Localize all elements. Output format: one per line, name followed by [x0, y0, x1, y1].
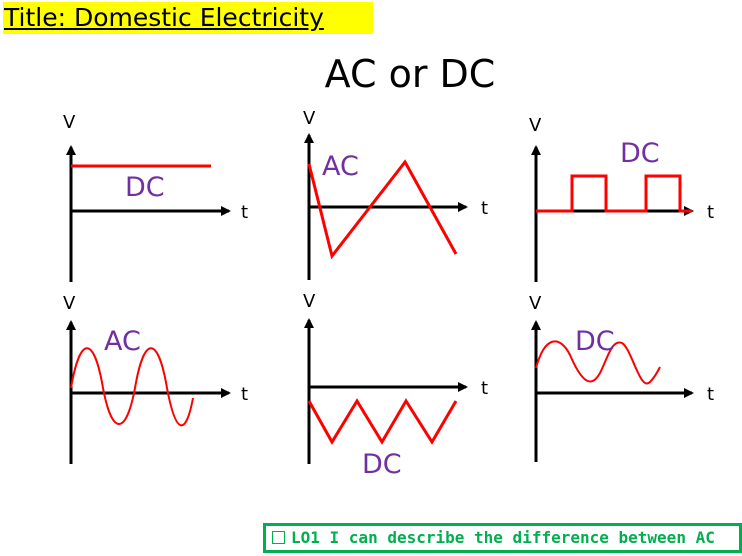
t-axis-label: t — [481, 378, 488, 399]
slide-heading: AC or DC — [324, 52, 496, 96]
type-label: DC — [125, 172, 165, 203]
signal-line — [535, 340, 661, 385]
checkbox-icon — [272, 530, 285, 544]
graph-sine-ac: V t AC — [63, 293, 248, 464]
learning-objective-text: LO1 I can describe the difference betwee… — [291, 528, 715, 547]
graph-offset-sine-dc: V t DC — [529, 293, 714, 462]
v-axis-label: V — [529, 115, 542, 136]
v-axis-label: V — [63, 112, 76, 133]
type-label: DC — [620, 138, 660, 169]
v-axis-label: V — [303, 108, 316, 129]
signal-line — [307, 159, 458, 260]
t-axis-label: t — [707, 202, 714, 223]
type-label: AC — [322, 151, 359, 182]
type-label: AC — [104, 326, 141, 357]
signal-line — [536, 174, 692, 213]
graph-pulse-dc: V t DC — [529, 115, 714, 282]
t-axis-label: t — [241, 202, 248, 223]
v-axis-label: V — [63, 293, 76, 314]
t-axis-label: t — [707, 384, 714, 405]
signal-line — [307, 398, 458, 445]
t-axis-label: t — [481, 198, 488, 219]
graph-triangle-ac: V t AC — [303, 108, 488, 280]
learning-objective-box: LO1 I can describe the difference betwee… — [263, 523, 742, 553]
slide-title: Title: Domestic Electricity — [3, 2, 373, 34]
type-label: DC — [362, 449, 402, 480]
v-axis-label: V — [303, 291, 316, 312]
v-axis-label: V — [529, 293, 542, 314]
signal-line — [70, 347, 194, 427]
graph-steady-dc: V t DC — [63, 112, 248, 282]
type-label: DC — [575, 326, 615, 357]
graph-negative-dc: V t DC — [303, 291, 488, 480]
t-axis-label: t — [241, 384, 248, 405]
